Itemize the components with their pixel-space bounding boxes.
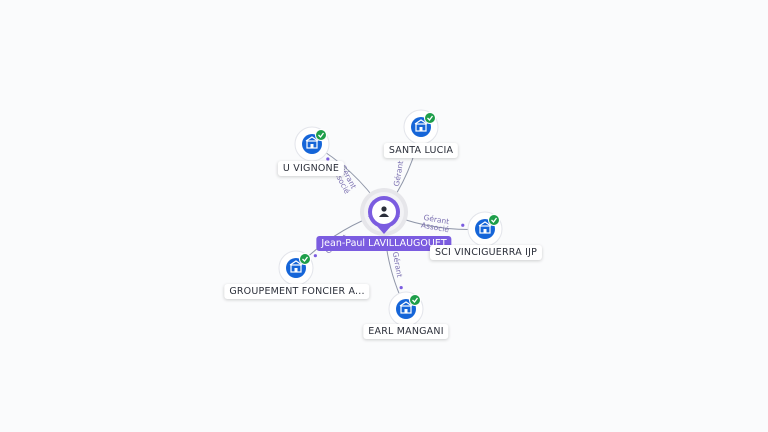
company-label-earlmangani[interactable]: EARL MANGANI <box>363 324 449 339</box>
edge-labels-santalucia: Gérant <box>392 160 405 187</box>
verified-check-icon <box>315 129 327 141</box>
company-node-santalucia[interactable] <box>403 109 439 145</box>
center-person-label[interactable]: Jean-Paul LAVILLAUGOUET <box>316 236 452 251</box>
edge-label: Gérant <box>392 160 405 187</box>
edge-arrow-uvignone <box>326 157 330 161</box>
company-icon <box>399 301 413 314</box>
edge-label: Gérant <box>391 251 404 278</box>
company-icon <box>305 136 319 149</box>
nodes-layer <box>278 109 503 327</box>
company-node-scivinciguerra[interactable] <box>467 211 503 247</box>
company-node-groupement[interactable] <box>278 250 314 286</box>
company-node-earlmangani[interactable] <box>388 291 424 327</box>
edge-arrow-earlmangani <box>399 286 403 290</box>
company-label-santalucia[interactable]: SANTA LUCIA <box>383 143 459 158</box>
edge-arrow-scivinciguerra <box>461 223 465 227</box>
company-label-scivinciguerra[interactable]: SCI VINCIGUERRA IJP <box>429 245 543 260</box>
company-icon <box>414 119 428 132</box>
company-icon <box>478 221 492 234</box>
person-icon <box>379 206 389 217</box>
company-label-groupement[interactable]: GROUPEMENT FONCIER A... <box>224 284 370 299</box>
edge-labels-earlmangani: Gérant <box>391 251 404 278</box>
verified-check-icon <box>488 214 500 226</box>
center-pin-inner <box>372 200 396 224</box>
company-icon <box>289 260 303 273</box>
company-node-uvignone[interactable] <box>294 126 330 162</box>
verified-check-icon <box>424 112 436 124</box>
verified-check-icon <box>409 294 421 306</box>
edge-label: Gérant <box>423 213 450 226</box>
edge-arrow-groupement <box>313 254 317 258</box>
verified-check-icon <box>299 253 311 265</box>
company-label-uvignone[interactable]: U VIGNONE <box>277 161 345 176</box>
